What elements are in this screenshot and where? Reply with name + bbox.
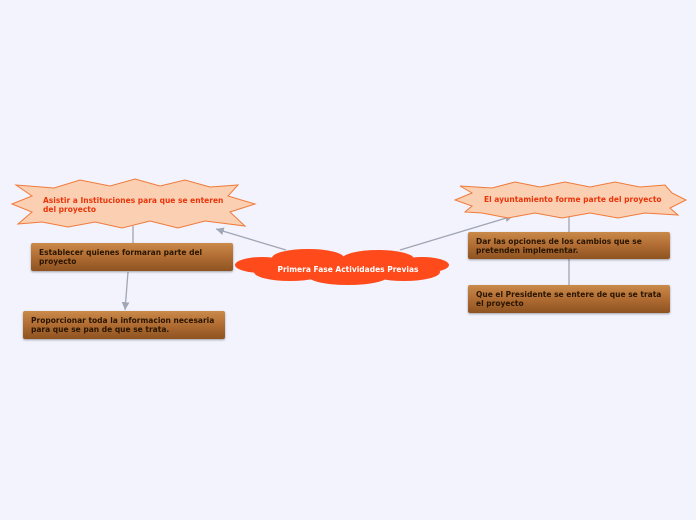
connector-center-to-right-topic [399,214,514,251]
left-subtopic-1-box[interactable]: Establecer quienes formaran parte del pr… [31,243,233,271]
connector-center-to-left-topic [215,227,287,251]
right-subtopic-1-box[interactable]: Dar las opciones de los cambios que se p… [468,232,670,259]
right-topic-star-shape[interactable] [453,181,688,219]
right-topic-label: El ayuntamiento forme parte del proyecto [484,195,662,204]
left-topic-star-shape[interactable] [10,178,257,229]
connector-left-subtopic-1-to-subtopic-2 [121,271,130,311]
center-cloud-shape[interactable] [235,249,449,285]
right-subtopic-2-box[interactable]: Que el Presidente se entere de que se tr… [468,285,670,313]
left-subtopic-2-box[interactable]: Proporcionar toda la informacion necesar… [23,311,225,339]
left-topic-label: Asistir a Instituciones para que se ente… [43,196,224,214]
center-topic-label: Primera Fase Actividades Previas [277,265,419,274]
